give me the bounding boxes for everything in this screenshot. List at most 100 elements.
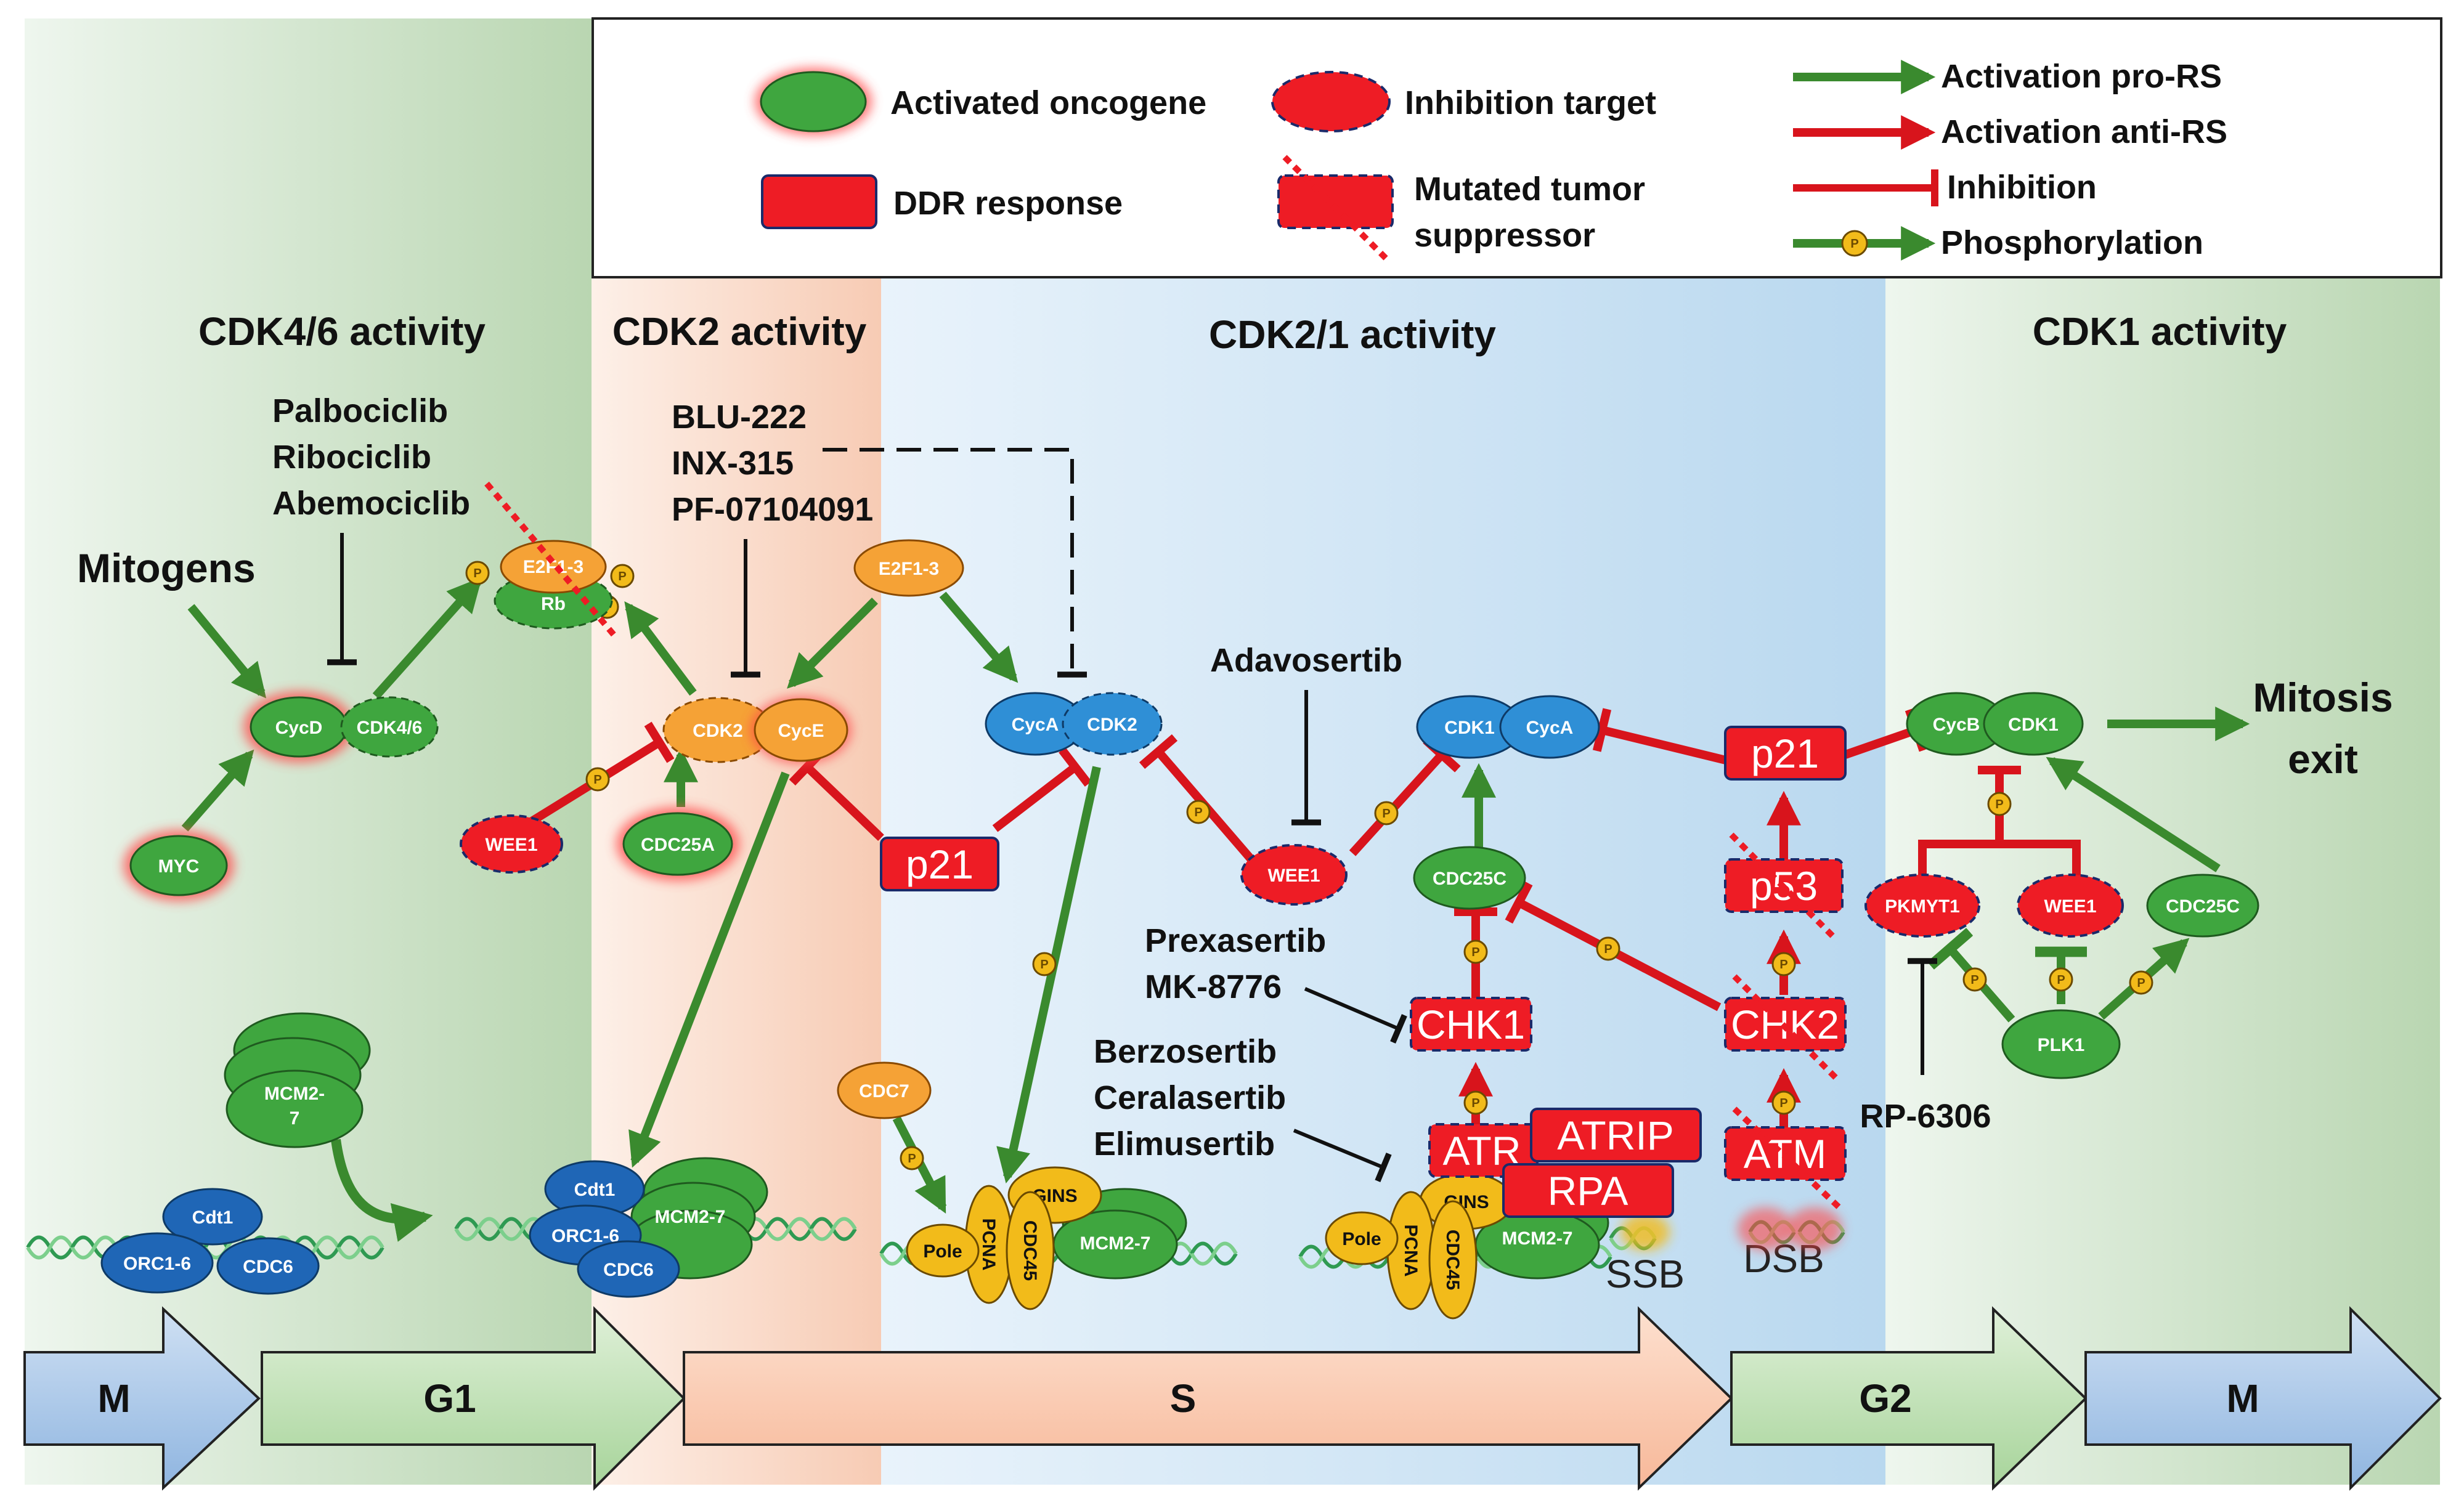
svg-text:P: P	[1040, 958, 1048, 972]
label-mitosis-exit-1: Mitosis	[2253, 675, 2393, 720]
svg-text:MCM2-7: MCM2-7	[654, 1207, 725, 1227]
svg-text:G2: G2	[1859, 1376, 1911, 1421]
svg-text:PLK1: PLK1	[2038, 1035, 2085, 1055]
drug-adavosertib: Adavosertib	[1210, 642, 1402, 679]
svg-text:CycD: CycD	[275, 718, 323, 738]
node-e2f13-s: E2F1-3	[853, 539, 964, 597]
svg-text:P: P	[593, 773, 601, 787]
node-pkmyt1: PKMYT1	[1864, 874, 1980, 938]
drug-ceralasertib: Ceralasertib	[1094, 1079, 1286, 1116]
node-wee1-s: WEE1	[1240, 844, 1348, 906]
legend-box	[592, 17, 2442, 278]
svg-text:CDK4/6: CDK4/6	[357, 718, 423, 738]
svg-text:WEE1: WEE1	[485, 835, 537, 855]
node-cdc25c-g2: CDC25C	[2146, 874, 2259, 938]
drug-rp6306: RP-6306	[1860, 1098, 1991, 1135]
legend-activation-pro-rs-label: Activation pro-RS	[1941, 58, 2222, 95]
phase-m-left: M	[23, 1306, 261, 1491]
node-cdc45-s2: CDC45	[1428, 1200, 1478, 1320]
phase-g2: G2	[1730, 1306, 2088, 1491]
svg-text:G1: G1	[423, 1376, 476, 1421]
ddr-p21-s: p21	[880, 837, 999, 891]
svg-text:P: P	[1995, 798, 2003, 811]
phase-m-right: M	[2084, 1306, 2442, 1491]
ddr-p21-g2: p21	[1724, 726, 1847, 781]
legend-phosphorylation-label: Phosphorylation	[1941, 224, 2203, 261]
svg-text:CycA: CycA	[1526, 718, 1574, 738]
svg-text:P: P	[1604, 943, 1612, 956]
phospho-badge-wee1-cdk2: P	[585, 767, 610, 792]
drug-mk8776: MK-8776	[1145, 968, 1282, 1005]
legend-mutated-suppressor-label-1: Mutated tumor	[1414, 171, 1645, 208]
label-mitosis-exit-2: exit	[2288, 736, 2358, 782]
phospho-badge-plk1-cdc25c: P	[2129, 970, 2153, 995]
phospho-badge-wee1-cdk2-s: P	[1186, 800, 1211, 824]
legend-inhibition-bar	[1931, 169, 1938, 206]
node-cdc7: CDC7	[837, 1061, 932, 1119]
legend-phospho-badge: P	[1841, 230, 1868, 257]
drug-berzosertib: Berzosertib	[1094, 1033, 1277, 1070]
legend-mutated-suppressor-swatch	[1277, 155, 1394, 261]
svg-text:M: M	[2226, 1376, 2259, 1421]
drug-abemociclib: Abemociclib	[272, 485, 470, 522]
svg-text:MYC: MYC	[158, 856, 200, 877]
svg-text:P: P	[1471, 1097, 1479, 1110]
svg-text:7: 7	[290, 1108, 300, 1129]
svg-text:P: P	[908, 1152, 916, 1166]
svg-text:Cdt1: Cdt1	[574, 1180, 616, 1200]
drug-prexasertib: Prexasertib	[1145, 922, 1326, 959]
node-cdk1-g2: CDK1	[1983, 692, 2084, 756]
phospho-badges: P P P P P P P P P P P P P P P P P	[465, 561, 2153, 1170]
phospho-badge-cdk2-gins: P	[1032, 952, 1057, 976]
node-cdt1-g1: Cdt1	[162, 1188, 263, 1246]
ddr-rpa: RPA	[1502, 1163, 1674, 1218]
phospho-badge-atr-chk1: P	[1463, 1090, 1488, 1115]
dsb-glow-1	[1738, 1207, 1793, 1251]
node-plk1: PLK1	[2001, 1009, 2121, 1079]
phospho-badge-bracket-cdk1: P	[1987, 792, 2012, 816]
node-cdt1-cdk2: Cdt1	[544, 1160, 645, 1218]
drug-ribociclib: Ribociclib	[272, 439, 431, 476]
svg-text:CHK1: CHK1	[1417, 1002, 1525, 1047]
node-mcm27-free: MCM2- 7	[224, 1012, 371, 1148]
svg-text:CDC6: CDC6	[243, 1257, 293, 1277]
svg-text:CycB: CycB	[1933, 715, 1980, 735]
node-pole-s2: Pole	[1325, 1211, 1399, 1265]
svg-text:WEE1: WEE1	[2044, 896, 2096, 917]
phase-g1: G1	[261, 1306, 686, 1491]
svg-text:E2F1-3: E2F1-3	[879, 559, 939, 579]
label-ssb: SSB	[1606, 1252, 1685, 1296]
node-cdc6-cdk2: CDC6	[577, 1240, 680, 1298]
svg-text:CDC25A: CDC25A	[641, 835, 715, 855]
node-wee1-g2: WEE1	[2017, 874, 2124, 938]
drug-elimusertib: Elimusertib	[1094, 1126, 1275, 1162]
svg-text:PCNA: PCNA	[978, 1218, 999, 1270]
drug-blu222: BLU-222	[672, 399, 807, 436]
svg-text:MCM2-7: MCM2-7	[1502, 1228, 1572, 1249]
drug-inx315: INX-315	[672, 445, 794, 482]
node-e2f-rb-complex: Rb E2F1-3	[484, 481, 619, 640]
svg-text:P: P	[1471, 946, 1479, 959]
legend-activation-anti-rs-label: Activation anti-RS	[1941, 113, 2227, 150]
svg-text:PCNA: PCNA	[1401, 1224, 1421, 1276]
svg-text:CDC45: CDC45	[1020, 1220, 1040, 1281]
drug-palbociclib: Palbociclib	[272, 392, 448, 429]
node-pcna-s2: PCNA	[1386, 1191, 1436, 1310]
svg-text:CDK2: CDK2	[1087, 715, 1137, 735]
svg-text:P: P	[2137, 976, 2145, 990]
svg-text:p21: p21	[1751, 731, 1819, 776]
svg-text:Pole: Pole	[1342, 1229, 1381, 1249]
node-cyce: CycE	[750, 696, 852, 764]
svg-text:P: P	[1850, 237, 1858, 251]
ddr-chk2: CHK2	[1724, 974, 1847, 1084]
node-cyca-g2: CycA	[1499, 695, 1600, 759]
node-cdc6-g1: CDC6	[216, 1237, 320, 1295]
node-orc16-g1: ORC1-6	[100, 1232, 214, 1294]
svg-text:CDK2: CDK2	[693, 721, 743, 741]
svg-text:P: P	[2057, 973, 2065, 987]
node-cdk46: CDK4/6	[340, 696, 439, 758]
svg-text:P: P	[473, 567, 481, 580]
ddr-chk1: CHK1	[1410, 997, 1532, 1052]
svg-text:Rb: Rb	[541, 594, 566, 614]
legend-activated-oncogene-swatch	[755, 68, 872, 136]
